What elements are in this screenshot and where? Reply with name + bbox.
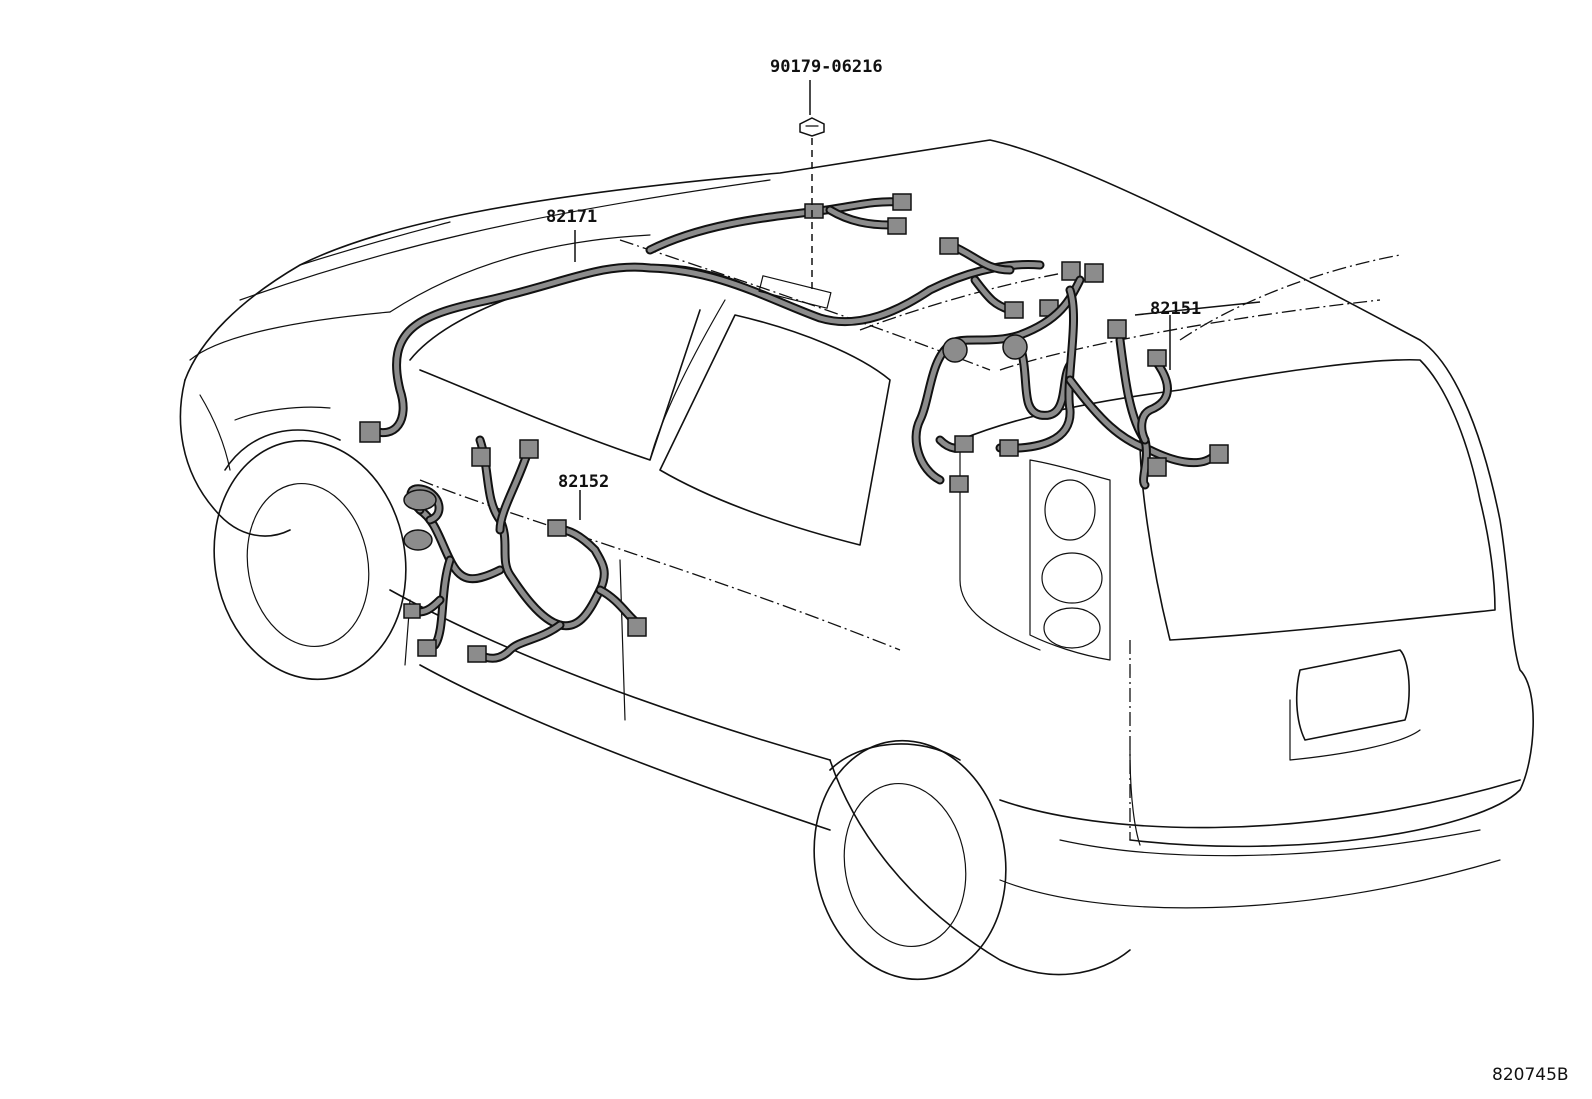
- wire-connector-icon: [547, 519, 567, 537]
- wire-connector-icon: [467, 645, 487, 663]
- vehicle-body-outline: [179, 139, 1534, 976]
- part-number-82171: 82171: [546, 207, 597, 227]
- rear-wheel: [813, 739, 1007, 981]
- wire-connector-icon: [1084, 263, 1104, 283]
- part-number-82151: 82151: [1150, 299, 1201, 319]
- wire-connector-icon: [403, 603, 421, 619]
- side-wiring-harness: [403, 435, 647, 663]
- rear-wiring-harness: [911, 275, 1229, 493]
- wire-connector-icon: [939, 237, 959, 255]
- clip-nut-icon: [799, 80, 825, 290]
- wire-connector-icon: [359, 421, 381, 443]
- wire-connector-icon: [892, 193, 912, 211]
- wire-connector-icon: [949, 475, 969, 493]
- roof-wiring-harness: [359, 193, 1104, 443]
- wire-connector-icon: [1209, 444, 1229, 464]
- wire-connector-icon: [1107, 319, 1127, 339]
- wire-connector-icon: [519, 439, 539, 459]
- wire-connector-icon: [887, 217, 907, 235]
- wire-connector-icon: [804, 203, 824, 219]
- diagram-code: 820745B: [1492, 1065, 1569, 1085]
- wire-connector-icon: [1147, 349, 1167, 367]
- wire-connector-icon: [1061, 261, 1081, 281]
- wire-connector-icon: [417, 639, 437, 657]
- part-number-82152: 82152: [558, 472, 609, 492]
- wire-connector-icon: [1147, 457, 1167, 477]
- wire-connector-icon: [1004, 301, 1024, 319]
- wire-connector-icon: [999, 439, 1019, 457]
- wire-connector-icon: [627, 617, 647, 637]
- wire-connector-icon: [954, 435, 974, 453]
- wire-connector-icon: [471, 447, 491, 467]
- front-wheel: [213, 429, 407, 681]
- callout-leaders: [574, 230, 1261, 520]
- part-number-90179-06216: 90179-06216: [770, 57, 883, 77]
